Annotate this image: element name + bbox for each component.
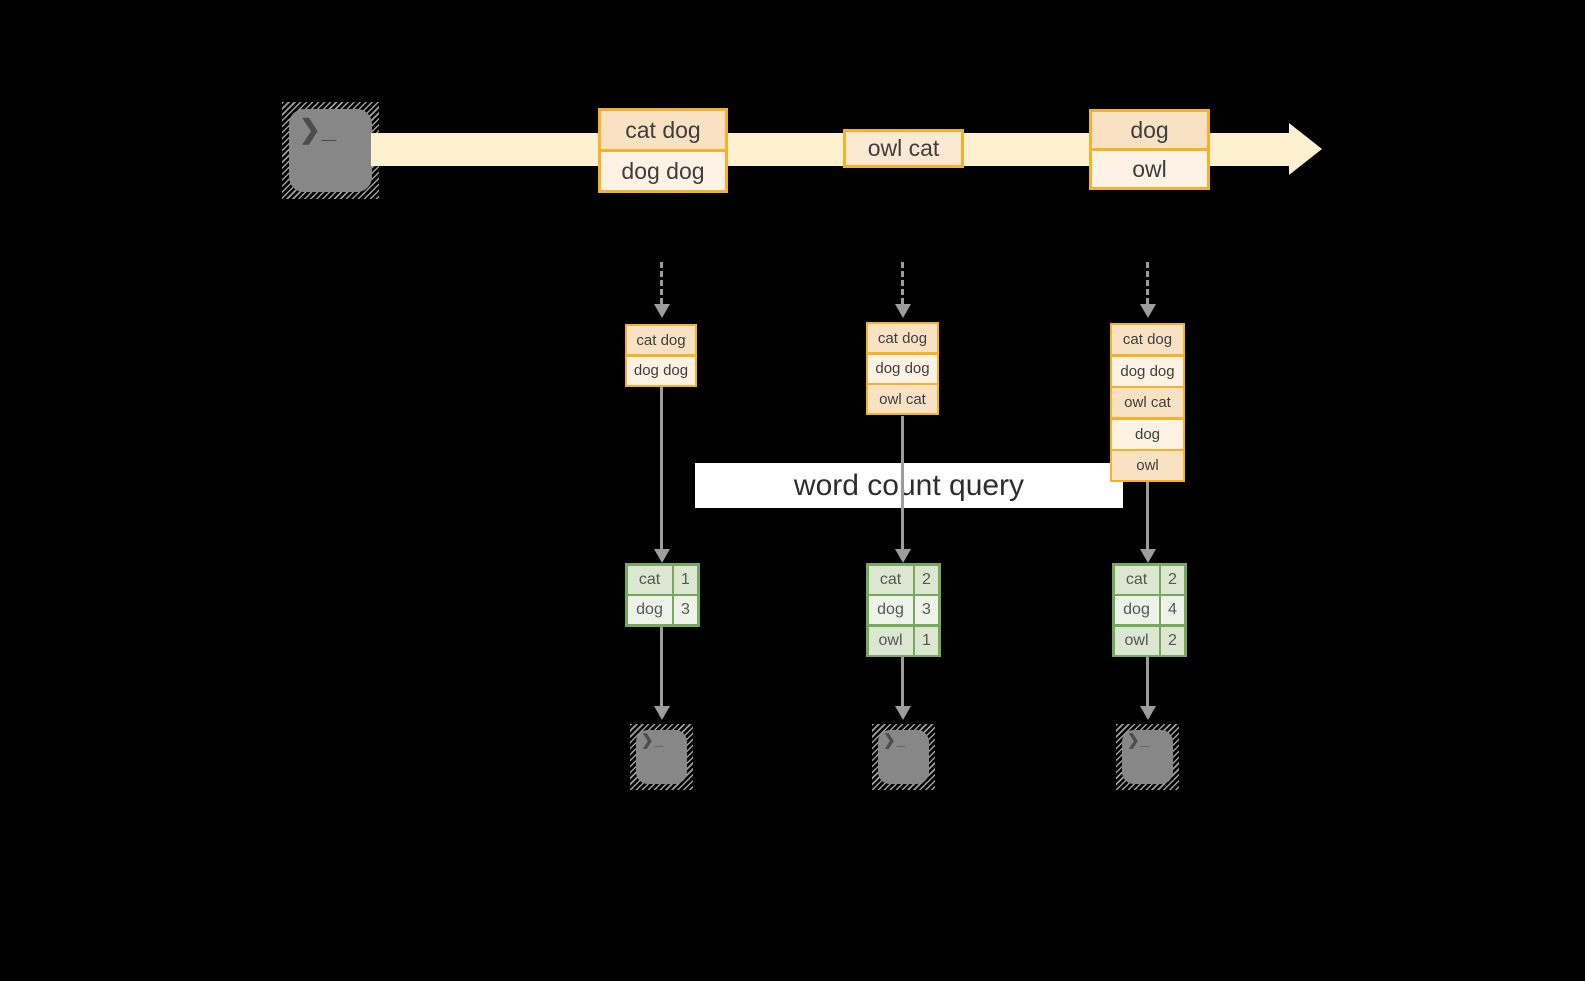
record: cat dog [627, 326, 695, 354]
record: dog dog [601, 152, 725, 190]
arrow-head-icon [895, 549, 911, 563]
record: owl cat [846, 132, 961, 165]
arrow-head-icon [1140, 706, 1156, 720]
record: dog [1112, 419, 1183, 449]
word-cell: dog [627, 596, 672, 624]
accumulated-input-1: cat dog dog dog [625, 324, 697, 387]
arrow-stem [1146, 657, 1149, 706]
terminal-body [636, 730, 687, 784]
terminal-body [878, 730, 929, 784]
arrow-stem [901, 416, 904, 549]
terminal-body [289, 109, 372, 192]
record: dog dog [868, 354, 937, 383]
record: dog dog [627, 356, 695, 385]
count-table-2: cat 2 dog 3 owl 1 [866, 563, 941, 657]
dashed-arrow-head-icon [895, 304, 911, 318]
word-cell: dog [1114, 596, 1159, 624]
count-cell: 3 [674, 596, 697, 624]
terminal-prompt-glyph: ❯_ [641, 732, 664, 749]
count-cell: 2 [915, 565, 938, 594]
record: dog [1092, 112, 1207, 148]
sink-terminal-icon-1: ❯_ [630, 724, 693, 790]
arrow-stem [660, 387, 663, 549]
stream-arrowhead-icon [1289, 123, 1322, 175]
accumulated-input-3: cat dog dog dog owl cat dog owl [1110, 323, 1185, 482]
dashed-arrow-stem [1146, 262, 1149, 304]
dashed-arrow-stem [660, 262, 663, 304]
arrow-stem [1146, 482, 1149, 549]
arrow-head-icon [895, 706, 911, 720]
word-cell: cat [1114, 565, 1159, 594]
count-cell: 2 [1161, 565, 1184, 594]
arrow-head-icon [654, 549, 670, 563]
record: owl cat [868, 385, 937, 413]
count-table-1: cat 1 dog 3 [625, 563, 700, 627]
record: cat dog [601, 111, 725, 149]
arrow-stem [901, 657, 904, 706]
accumulated-input-2: cat dog dog dog owl cat [866, 322, 939, 415]
record: owl [1092, 151, 1207, 187]
count-cell: 2 [1161, 626, 1184, 655]
count-table-3: cat 2 dog 4 owl 2 [1112, 563, 1187, 657]
stream-batch-1: cat dog dog dog [598, 108, 728, 193]
word-cell: cat [868, 565, 913, 594]
sink-terminal-icon-2: ❯_ [872, 724, 935, 790]
stream-batch-3: dog owl [1089, 109, 1210, 190]
query-operator-box: word count query [695, 463, 1123, 508]
record: dog dog [1112, 356, 1183, 386]
arrow-head-icon [1140, 549, 1156, 563]
sink-terminal-icon-3: ❯_ [1116, 724, 1179, 790]
terminal-body [1122, 730, 1173, 784]
dashed-arrow-head-icon [1140, 304, 1156, 318]
dashed-arrow-head-icon [654, 304, 670, 318]
count-cell: 4 [1161, 596, 1184, 624]
count-cell: 1 [674, 565, 697, 594]
count-cell: 1 [915, 626, 938, 655]
terminal-prompt-glyph: ❯_ [883, 732, 906, 749]
record: owl cat [1112, 388, 1183, 417]
word-cell: owl [1114, 626, 1159, 655]
arrow-stem [660, 627, 663, 706]
word-cell: owl [868, 626, 913, 655]
stream-batch-2: owl cat [843, 129, 964, 168]
terminal-prompt-glyph: ❯_ [1127, 732, 1150, 749]
arrow-head-icon [654, 706, 670, 720]
word-cell: dog [868, 596, 913, 624]
word-cell: cat [627, 565, 672, 594]
query-label: word count query [793, 468, 1025, 502]
source-terminal-icon: ❯_ [282, 102, 379, 199]
dashed-arrow-stem [901, 262, 904, 304]
count-cell: 3 [915, 596, 938, 624]
record: cat dog [1112, 325, 1183, 354]
terminal-prompt-glyph: ❯_ [299, 114, 338, 144]
record: cat dog [868, 324, 937, 352]
record: owl [1112, 451, 1183, 480]
